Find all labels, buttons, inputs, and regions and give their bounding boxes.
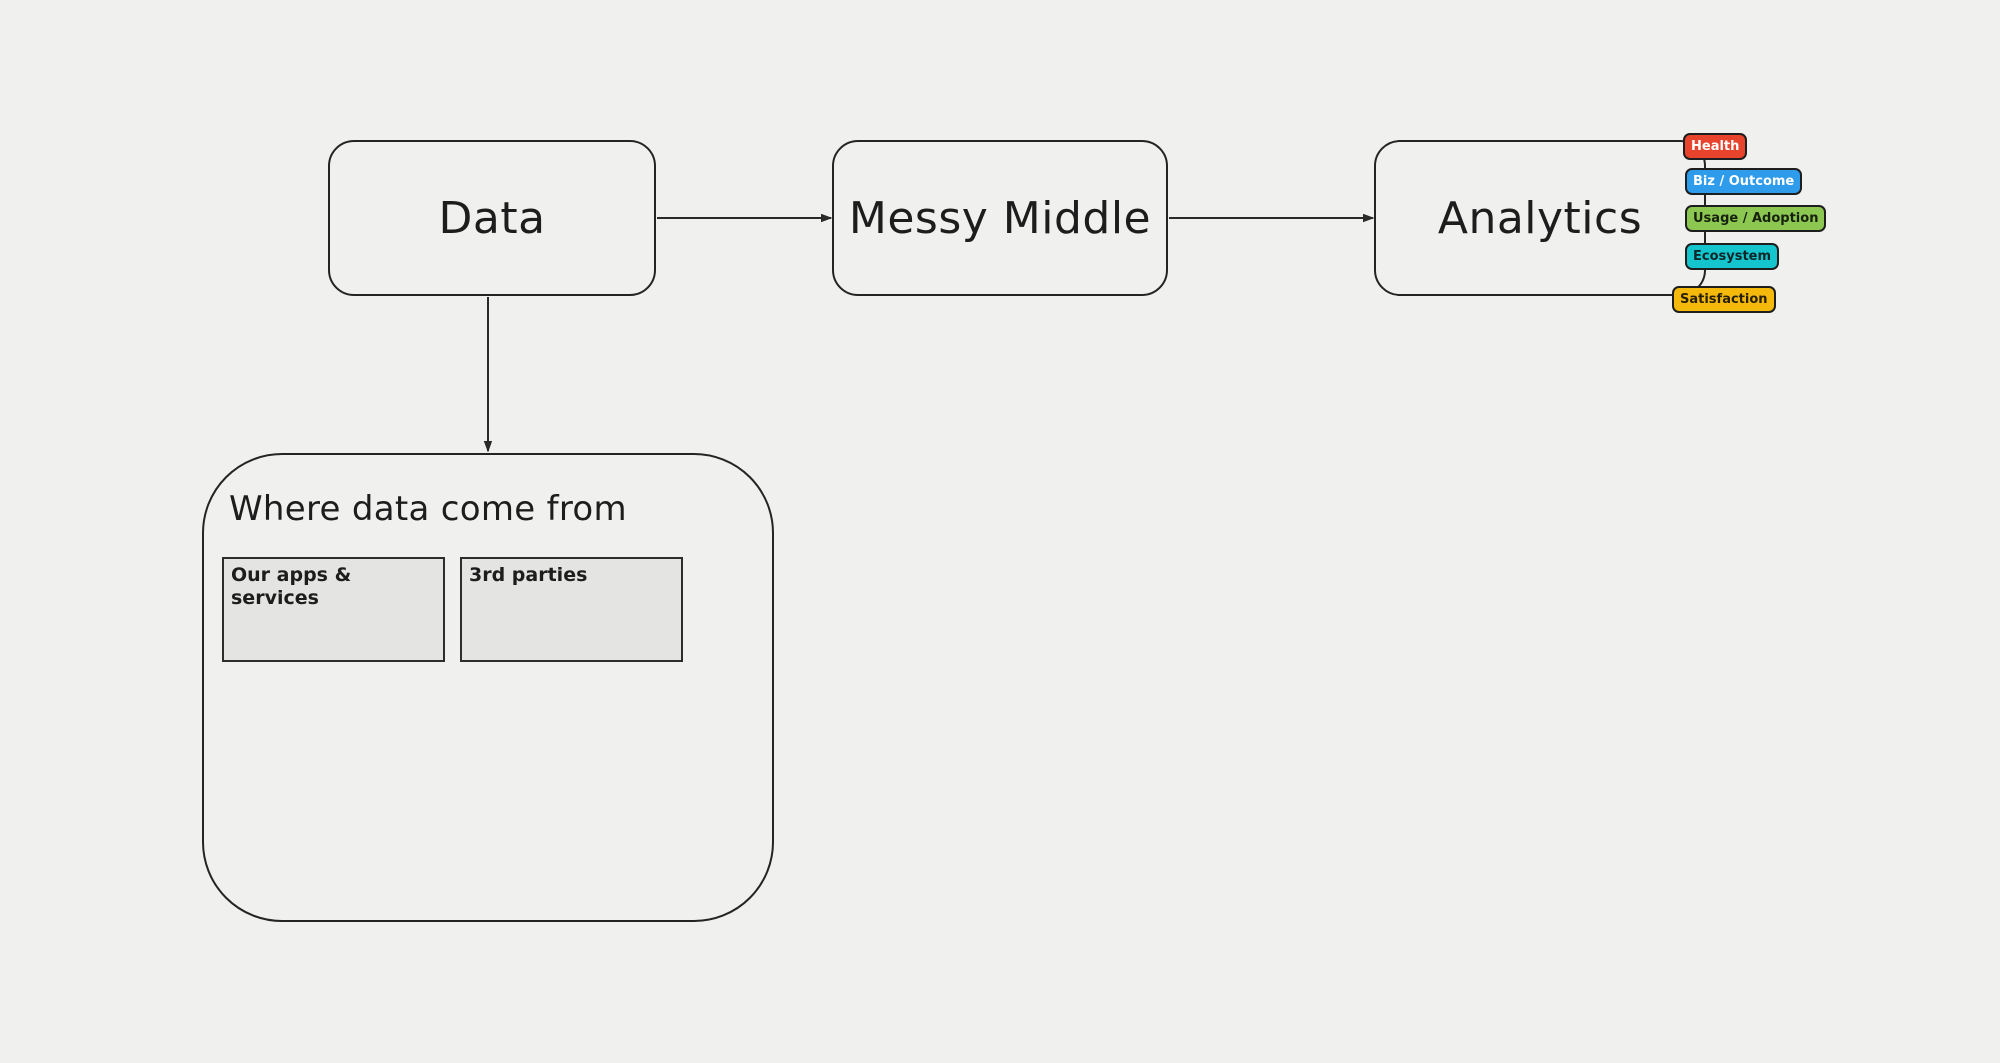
tag-usage-adoption-label: Usage / Adoption <box>1693 211 1819 226</box>
sources-panel-title: Where data come from <box>229 489 627 529</box>
source-box-3rd-parties[interactable]: 3rd parties <box>460 557 683 662</box>
node-analytics[interactable]: Analytics <box>1374 140 1706 296</box>
tag-satisfaction[interactable]: Satisfaction <box>1672 286 1776 313</box>
node-messy-middle-label: Messy Middle <box>848 192 1152 244</box>
source-box-our-apps[interactable]: Our apps & services <box>222 557 445 662</box>
sources-panel[interactable]: Where data come from Our apps & services… <box>202 453 774 922</box>
tag-ecosystem[interactable]: Ecosystem <box>1685 243 1780 270</box>
node-messy-middle[interactable]: Messy Middle <box>832 140 1168 296</box>
tag-biz-outcome[interactable]: Biz / Outcome <box>1685 168 1803 195</box>
tag-ecosystem-label: Ecosystem <box>1693 249 1772 264</box>
tag-health[interactable]: Health <box>1683 133 1748 160</box>
node-data[interactable]: Data <box>328 140 656 296</box>
node-data-label: Data <box>438 192 546 244</box>
tag-biz-outcome-label: Biz / Outcome <box>1693 174 1795 189</box>
tag-health-label: Health <box>1691 139 1740 154</box>
node-analytics-label: Analytics <box>1437 192 1643 244</box>
source-box-3rd-parties-label: 3rd parties <box>469 564 588 586</box>
source-box-our-apps-label: Our apps & services <box>231 564 352 609</box>
tag-satisfaction-label: Satisfaction <box>1680 292 1768 307</box>
tag-usage-adoption[interactable]: Usage / Adoption <box>1685 205 1827 232</box>
